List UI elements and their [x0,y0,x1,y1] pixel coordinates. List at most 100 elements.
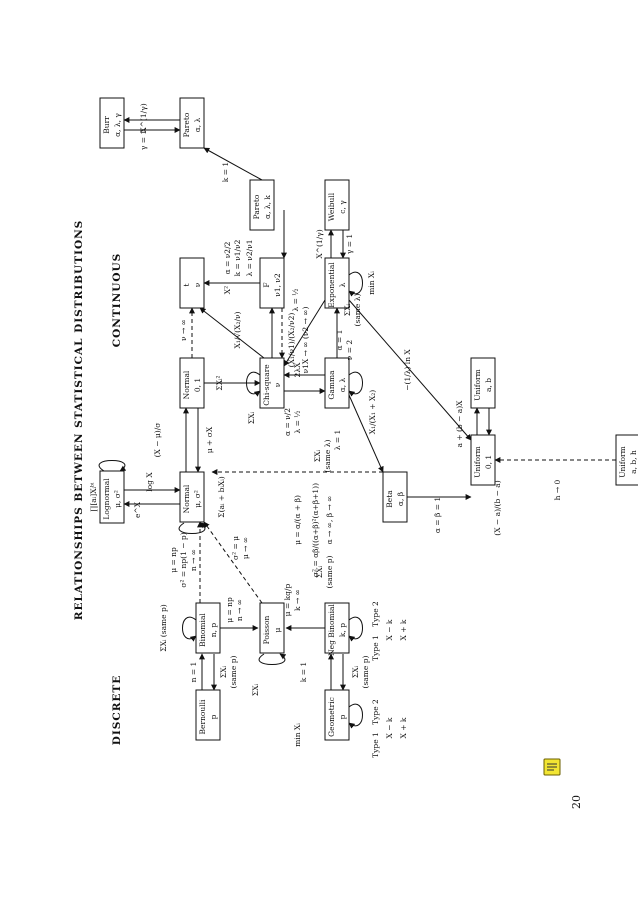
node-params: α, λ [193,117,202,132]
node-name: F [262,282,271,287]
label-gamma-chi-1: α = ν/2 [283,408,292,436]
label-gamma-beta: X₁/(X₁ + X₂) [368,390,377,435]
node-name: Normal [182,370,191,399]
label-beta-normal-1: μ = α/(α + β) [293,495,302,545]
node-box [179,471,205,523]
label-beta-normal-2: σ² = αβ/((α+β)²(α+β+1)) [311,483,320,577]
node-params: p [338,714,347,719]
node-name: Geometric [327,697,336,737]
label-negbin-self2: (same p) [325,555,334,588]
self-loop-poisson [258,653,287,665]
node-params: ν [193,282,202,287]
label-beta-normal-3: α → ∞, β → ∞ [325,496,334,545]
node-box [324,257,350,309]
node-params: μ [273,627,282,632]
edge-uniform-exponential [348,299,472,441]
label-type2-geo: Type 2 [371,699,380,725]
label-gamma-beta-2: λ = 1 [333,430,342,451]
node-box [249,179,275,231]
node-name: Gamma [327,370,336,400]
node-name: Uniform [473,446,482,478]
node-params: p [209,714,218,719]
label-geo-negbin-bottom2: (same p) [361,655,370,688]
node-box [382,471,408,523]
label-x-plus-k-geo: X + k [399,717,408,738]
label-negbin-self: ΣXᵢ [315,565,324,578]
node-params: 0, 1 [484,455,493,469]
page-number: 20 [570,795,583,809]
node-box [324,602,350,654]
label-negbin-poisson-1: μ = kq/p [283,584,292,617]
label-x-plus-k-negbin: X + k [399,619,408,640]
label-bin-poisson-2: n → ∞ [235,599,244,621]
label-f-chi: ν1X → ∞ (ν2 → ∞) [301,307,310,374]
node-box [179,357,205,409]
label-f-pareto-3: λ = ν2/ν1 [245,240,254,277]
node-name: Pareto [182,112,191,137]
node-params: ν [273,382,282,387]
label-uniform-ab2: (X − a)/(b − a) [493,480,502,535]
label-gamma-exp: α = 1 [335,330,344,351]
label-geo-self: min Xᵢ [293,723,302,747]
node-params: ν1, ν2 [273,273,282,297]
label-bern-bin-top: n = 1 [189,662,198,683]
node-box [324,689,350,741]
label-beta-uniform: α = β = 1 [433,497,442,533]
node-params: λ [338,282,347,287]
label-std-t: ν → ∞ [179,319,188,341]
node-params: α, β [396,492,405,506]
label-bin-normal-3: n → ∞ [189,549,198,571]
node-name: Neg Binomial [327,603,336,655]
node-box [470,357,496,409]
node-name: Pareto [252,194,261,219]
label-bern-bin-bottom: ΣXᵢ [219,665,228,678]
label-normal-std-1: (X − μ)/σ [153,423,162,458]
node-box [179,97,205,149]
label-std-chi: ΣXᵢ² [215,375,224,390]
label-lognormal-normal-1: e^X [133,501,142,518]
node-params: a, b, h [629,450,638,474]
label-f-pareto-2: k = ν1/ν2 [233,239,242,276]
label-normal-self: Σ(aᵢ + bᵢXᵢ) [217,476,226,517]
node-name: Binomial [198,613,207,647]
label-type2-negbin: Type 2 [371,601,380,627]
node-name: Lognormal [102,478,111,520]
node-name: Uniform [618,446,627,478]
node-box [99,97,125,149]
self-loop-exponential [348,271,363,297]
node-name: Chi-square [262,364,271,406]
section-continuous: CONTINUOUS [111,253,123,347]
node-box [179,257,205,309]
note-icon[interactable] [543,758,561,776]
label-f-pareto-1: α = ν2/2 [223,241,232,274]
edge-pareto-pareto [203,147,263,181]
self-loop-negbin [348,616,363,642]
self-loop-binomial [182,616,197,642]
node-params: c, γ [338,200,347,214]
edge-chisquare-t [199,307,265,359]
label-bern-bin-bottom2: (same p) [229,655,238,688]
label-geo-negbin-bottom: ΣXᵢ [351,665,360,678]
edge-exponential-chisquare [283,299,326,367]
node-name: Beta [385,490,394,508]
label-bin-normal-2: σ² = np(1 − p) [179,532,188,587]
label-chi-gamma-1: ν = 2 [345,340,354,361]
node-box [259,602,285,654]
node-params: n, p [209,623,218,638]
node-box [615,434,638,486]
node-name: Exponential [327,262,336,308]
node-params: k, p [338,623,347,637]
label-uniform-ab: a + (b − a)X [455,400,464,448]
